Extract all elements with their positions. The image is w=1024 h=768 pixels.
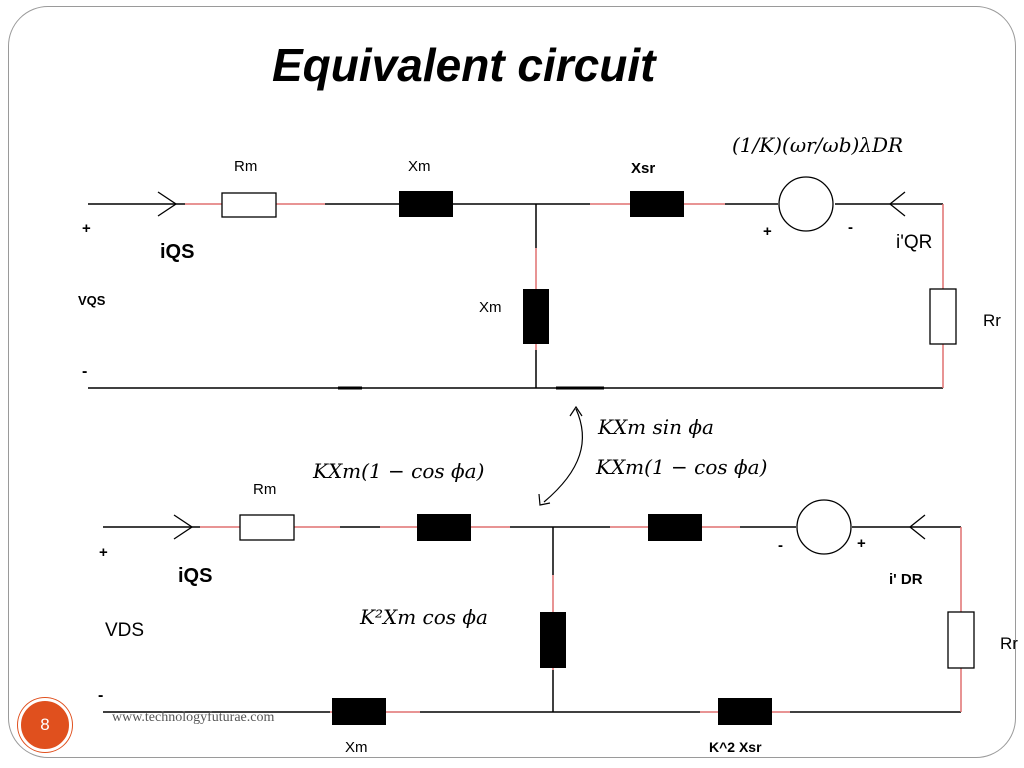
slide-title: Equivalent circuit xyxy=(272,39,656,91)
xm-series-label: Xm xyxy=(408,158,431,175)
voltage-source-icon xyxy=(778,176,834,232)
k2xsr-label: K^2 Xsr xyxy=(709,739,762,755)
idr-label: i' DR xyxy=(889,571,923,588)
iqs-arrow-icon xyxy=(173,514,194,540)
xm-shunt-label: Xm xyxy=(479,299,502,316)
k2xsr-inductor xyxy=(718,698,772,725)
plus-source-label: + xyxy=(857,535,866,552)
vds-label: VDS xyxy=(105,620,144,641)
arrow-down-icon xyxy=(538,493,551,506)
plus-source-label: + xyxy=(763,223,772,240)
slide-number: 8 xyxy=(40,715,50,734)
plus-left-label: + xyxy=(99,544,108,561)
vqs-label: VQS xyxy=(78,293,106,308)
xsr-label: Xsr xyxy=(631,160,655,177)
minus-left-label: - xyxy=(82,363,87,380)
plus-left-label: + xyxy=(82,220,91,237)
bottom-circuit: KXm(1 − cos ϕa) KXm(1 − cos ϕa) Rm + - +… xyxy=(98,455,1018,756)
iqs-arrow-icon xyxy=(157,191,178,217)
xm-bottom-inductor xyxy=(332,698,386,725)
kxm-sin-label: KXm sin ϕa xyxy=(597,415,714,439)
coupling-curve xyxy=(543,408,583,503)
xm-series-inductor xyxy=(399,191,453,217)
kxm-right-inductor xyxy=(648,514,702,541)
minus-source-label: - xyxy=(778,537,783,554)
rr-label: Rr xyxy=(1000,634,1018,653)
coupling: KXm sin ϕa xyxy=(538,405,714,506)
iqr-label: i'QR xyxy=(896,232,932,253)
minus-left-label: - xyxy=(98,687,103,704)
kxm-cos-left-label: KXm(1 − cos ϕa) xyxy=(312,459,484,483)
rm-resistor xyxy=(221,192,277,218)
rm-label: Rm xyxy=(234,158,257,175)
top-circuit: Rm Xm Xsr (1/K)(ωr/ωb)λDR + + - iQS i'QR… xyxy=(78,133,1001,390)
kxm-left-inductor xyxy=(417,514,471,541)
slide-number-badge: 8 xyxy=(18,698,72,752)
arrow-up-icon xyxy=(569,405,583,417)
xm-bottom-label: Xm xyxy=(345,739,368,756)
xsr-inductor xyxy=(630,191,684,217)
rr-resistor xyxy=(929,288,957,345)
footer-url: www.technologyfuturae.com xyxy=(112,710,275,725)
rm-label: Rm xyxy=(253,481,276,498)
iqs-label: iQS xyxy=(178,565,212,587)
kxm-cos-right-label: KXm(1 − cos ϕa) xyxy=(595,455,767,479)
k2xm-shunt-inductor xyxy=(540,612,566,668)
xm-shunt-inductor xyxy=(523,289,549,344)
iqs-label: iQS xyxy=(160,241,194,263)
minus-source-label: - xyxy=(848,219,853,236)
k2xm-label: K²Xm cos ϕa xyxy=(359,605,488,629)
voltage-source-icon xyxy=(796,499,852,555)
slide-frame xyxy=(8,6,1016,758)
source-expression: (1/K)(ωr/ωb)λDR xyxy=(732,133,903,157)
idr-arrow-icon xyxy=(908,514,926,540)
iqr-arrow-icon xyxy=(888,191,906,217)
rr-resistor xyxy=(947,611,975,669)
rm-resistor xyxy=(239,514,295,541)
rr-label: Rr xyxy=(983,311,1001,330)
